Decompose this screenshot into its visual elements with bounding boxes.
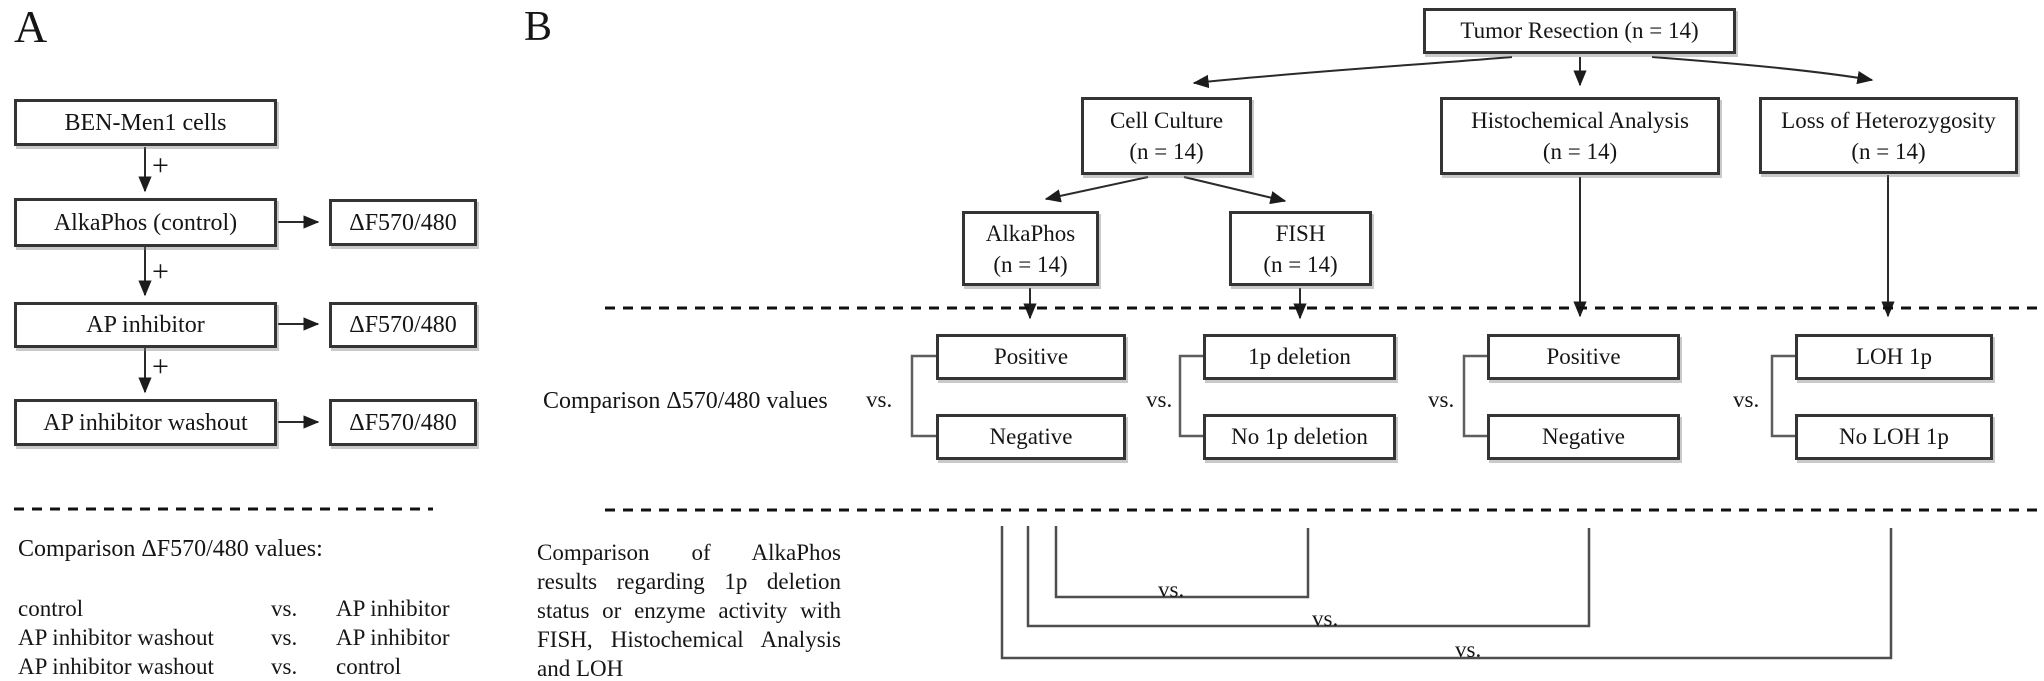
panel-b-label: B: [524, 4, 553, 50]
box-ap-inhibitor-washout: AP inhibitor washout: [14, 399, 277, 446]
box-tumor-resection-label: Tumor Resection (n = 14): [1460, 17, 1699, 43]
arrow-tumor-to-loh: [1651, 56, 1874, 85]
plus-sign-2: +: [152, 255, 169, 288]
box-alkaphos-positive-label: Positive: [993, 343, 1069, 369]
box-alkaphos-method-label: AlkaPhos: [985, 220, 1076, 246]
box-cell-culture-n: (n = 14): [1129, 139, 1204, 164]
vs-fish: vs.: [1146, 387, 1173, 412]
comparison-left: AP inhibitor washout: [18, 654, 214, 679]
box-no-1p-deletion: No 1p deletion: [1203, 414, 1396, 460]
box-alkaphos-control-label: AlkaPhos (control): [53, 209, 238, 236]
panel-b-bottom-note: Comparison of AlkaPhos results regarding…: [537, 538, 841, 681]
comparison-right: control: [336, 654, 402, 679]
box-loss-of-heterozygosity-label: Loss of Heterozygosity: [1781, 107, 1996, 133]
box-1p-deletion: 1p deletion: [1203, 334, 1396, 380]
box-loh-1p-label: LOH 1p: [1855, 343, 1933, 369]
box-alkaphos-control: AlkaPhos (control): [14, 198, 277, 247]
vs-alkaphos-histochemical: vs.: [1312, 606, 1339, 631]
arrow-cellculture-to-alkaphos: [1044, 176, 1149, 203]
vs-alkaphos-loh: vs.: [1455, 637, 1482, 662]
vs-alkaphos-fish: vs.: [1158, 577, 1185, 602]
box-readout-2: ΔF570/480: [329, 302, 477, 348]
box-readout-1-label: ΔF570/480: [349, 209, 457, 236]
box-alkaphos-negative-label: Negative: [989, 423, 1073, 449]
note-line: Comparison of AlkaPhos: [537, 540, 841, 565]
box-ben-men1-cells-label: BEN-Men1 cells: [64, 109, 227, 136]
box-alkaphos-positive: Positive: [936, 334, 1126, 380]
box-readout-2-label: ΔF570/480: [349, 312, 457, 338]
comparison-row: AP inhibitor washout vs. AP inhibitor: [18, 625, 536, 654]
bracket-alkaphos-vs-histochemical: [1026, 526, 1591, 628]
box-fish-method-n: (n = 14): [1263, 251, 1338, 277]
comparison-right: AP inhibitor: [336, 596, 450, 621]
comparison-row: control vs. AP inhibitor: [18, 596, 536, 625]
vs-alkaphos: vs.: [866, 387, 893, 412]
bracket-alkaphos-vs-loh: [1000, 526, 1893, 660]
box-cell-culture: Cell Culture (n = 14): [1081, 97, 1252, 175]
plus-sign-3: +: [152, 350, 169, 383]
box-ap-inhibitor-washout-label: AP inhibitor washout: [43, 409, 248, 436]
bracket-alkaphos-pos-neg: [910, 354, 936, 438]
comparison-vs: vs.: [271, 654, 298, 679]
panel-b-comparison-label: Comparison Δ570/480 values: [543, 388, 828, 414]
note-line: results regarding 1p deletion: [537, 569, 841, 594]
note-line: and LOH: [537, 656, 624, 681]
box-loss-of-heterozygosity: Loss of Heterozygosity (n = 14): [1759, 97, 2018, 174]
comparison-left: AP inhibitor washout: [18, 625, 214, 650]
vs-loh: vs.: [1733, 387, 1760, 412]
box-ben-men1-cells: BEN-Men1 cells: [14, 99, 277, 146]
comparison-vs: vs.: [271, 596, 298, 621]
box-ap-inhibitor: AP inhibitor: [14, 302, 277, 348]
box-ap-inhibitor-label: AP inhibitor: [86, 312, 205, 338]
box-cell-culture-label: Cell Culture: [1109, 108, 1224, 133]
box-histochemical-positive: Positive: [1487, 334, 1680, 380]
panel-a-comparison-table: control vs. AP inhibitor AP inhibitor wa…: [18, 596, 536, 681]
arrow-cellculture-to-fish: [1183, 176, 1287, 205]
vs-histochemical: vs.: [1428, 387, 1455, 412]
box-no-loh-1p-label: No LOH 1p: [1839, 423, 1949, 449]
note-line: status or enzyme activity with: [537, 598, 841, 623]
comparison-right: AP inhibitor: [336, 625, 450, 650]
box-fish-method-label: FISH: [1275, 220, 1326, 246]
box-alkaphos-negative: Negative: [936, 414, 1126, 460]
comparison-vs: vs.: [271, 625, 298, 650]
box-histochemical-analysis-n: (n = 14): [1542, 139, 1618, 164]
box-no-1p-deletion-label: No 1p deletion: [1231, 423, 1368, 449]
comparison-left: control: [18, 596, 84, 621]
box-loh-1p: LOH 1p: [1795, 334, 1993, 380]
box-alkaphos-method-n: (n = 14): [993, 251, 1068, 277]
box-histochemical-analysis: Histochemical Analysis (n = 14): [1440, 97, 1720, 175]
box-readout-3: ΔF570/480: [329, 399, 477, 446]
box-loss-of-heterozygosity-n: (n = 14): [1851, 138, 1926, 164]
box-readout-3-label: ΔF570/480: [349, 409, 457, 436]
plus-sign-1: +: [152, 149, 169, 182]
arrow-tumor-to-cell-culture: [1192, 56, 1513, 89]
box-1p-deletion-label: 1p deletion: [1248, 343, 1351, 369]
box-histochemical-negative-label: Negative: [1541, 423, 1625, 449]
box-histochemical-analysis-label: Histochemical Analysis: [1471, 108, 1689, 133]
box-histochemical-negative: Negative: [1487, 414, 1680, 460]
note-line: FISH, Histochemical Analysis: [537, 627, 841, 652]
box-fish-method: FISH (n = 14): [1229, 211, 1372, 286]
box-histochemical-positive-label: Positive: [1546, 343, 1621, 369]
panel-a-comparison-title: Comparison ΔF570/480 values:: [18, 536, 323, 562]
comparison-row: AP inhibitor washout vs. control: [18, 654, 536, 681]
box-tumor-resection: Tumor Resection (n = 14): [1423, 8, 1736, 54]
panel-a-label: A: [14, 1, 48, 52]
box-no-loh-1p: No LOH 1p: [1795, 414, 1993, 460]
box-alkaphos-method: AlkaPhos (n = 14): [962, 211, 1099, 286]
box-readout-1: ΔF570/480: [329, 199, 477, 246]
